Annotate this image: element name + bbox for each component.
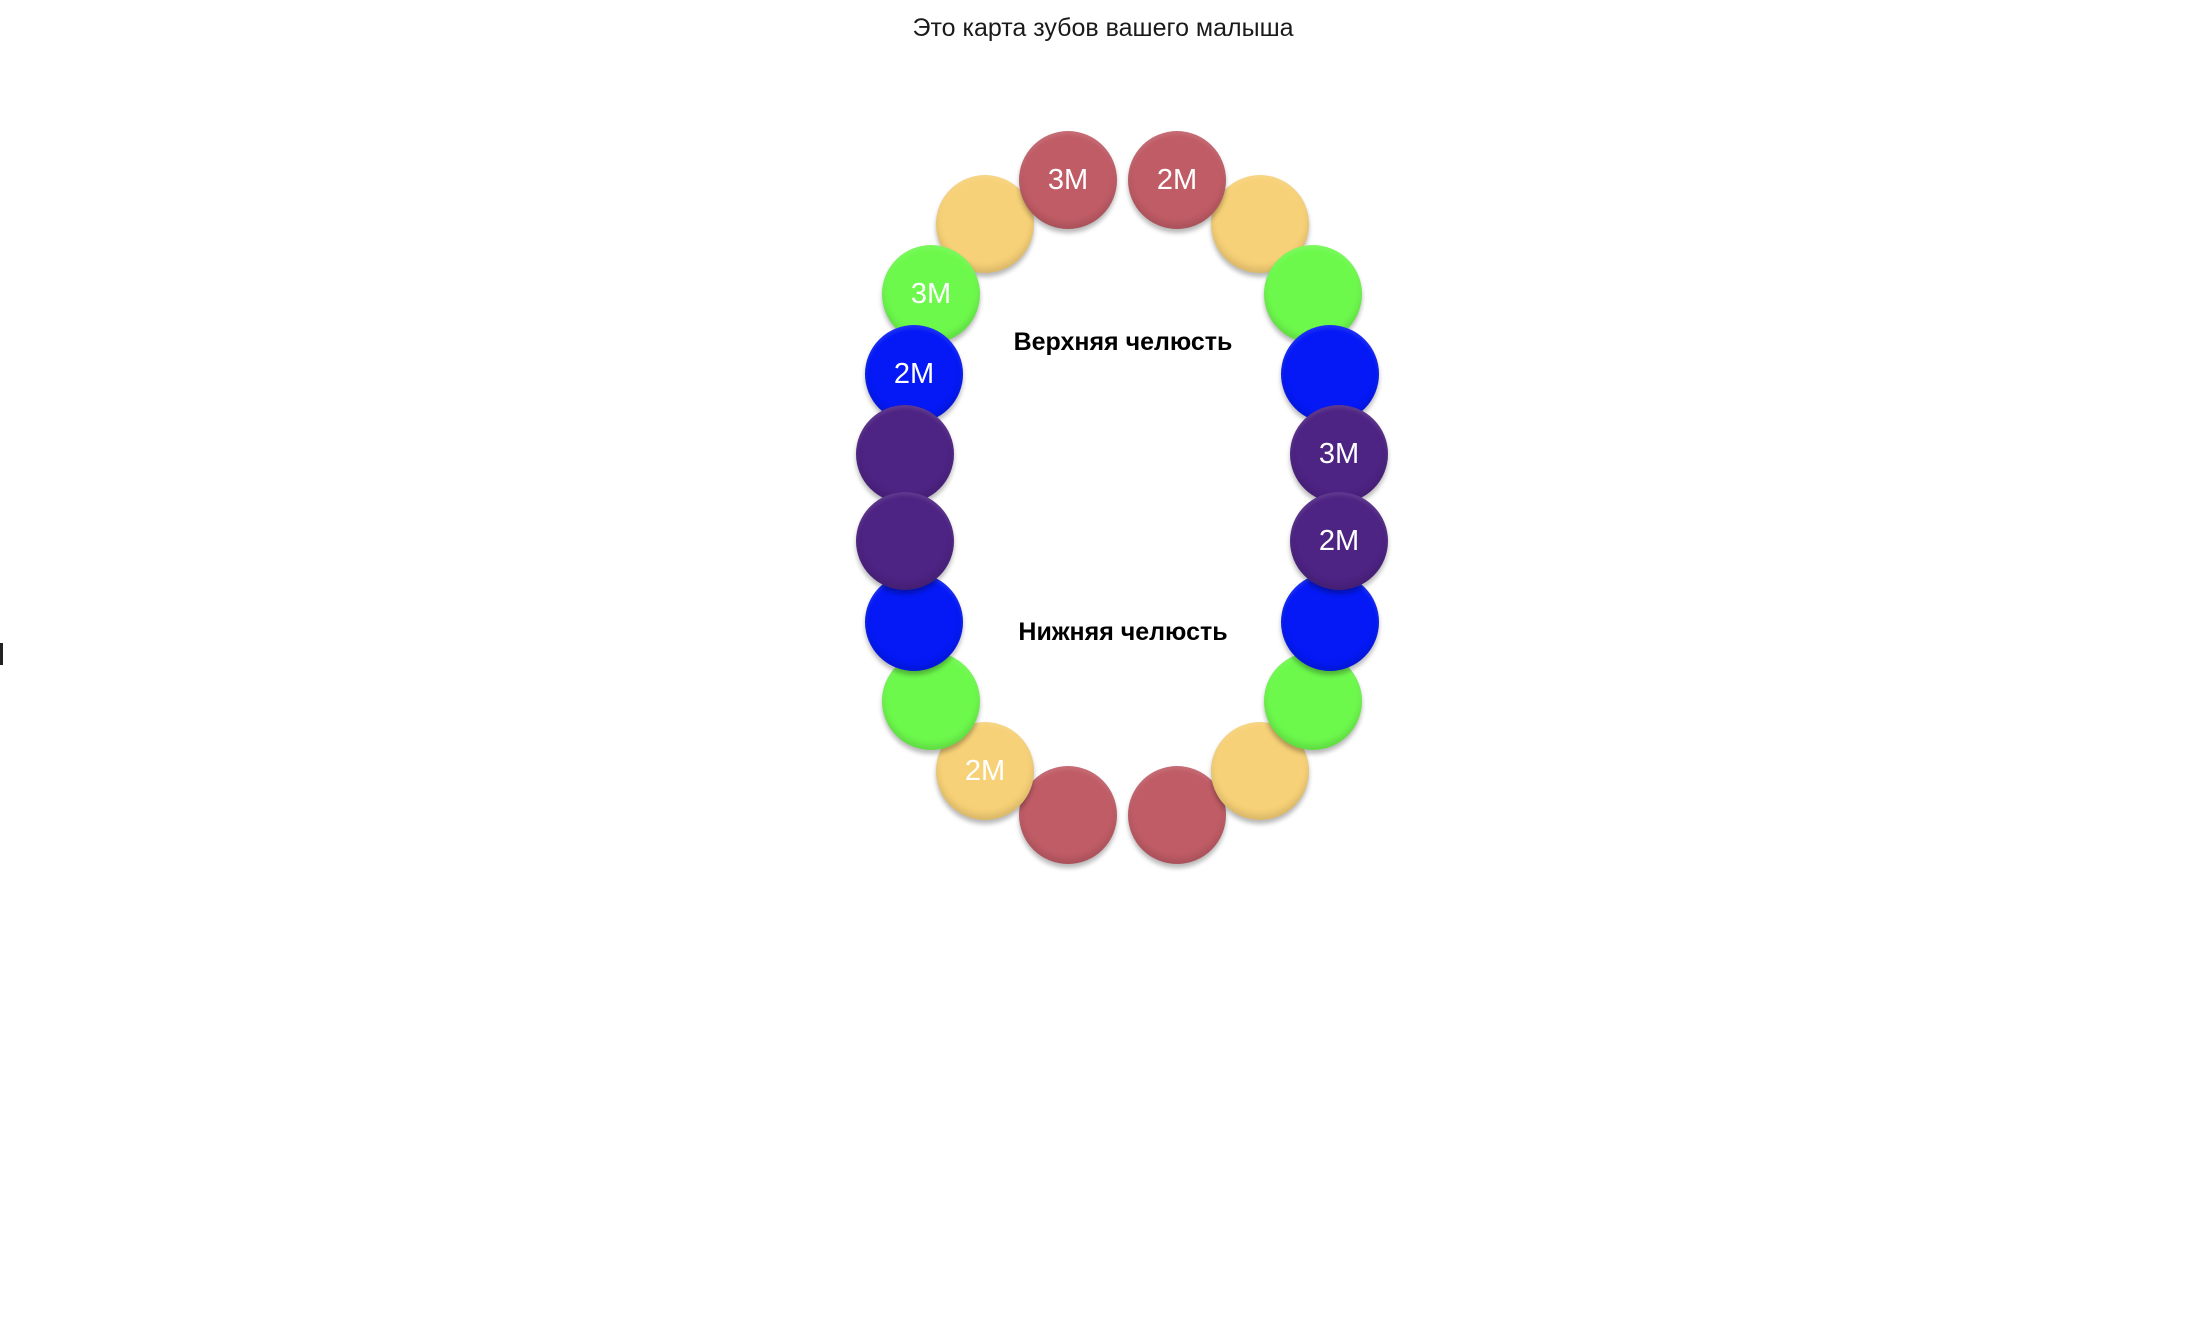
tooth-upper-central-left[interactable]: 3M xyxy=(1019,131,1117,229)
tooth-age-label: 2M xyxy=(1318,524,1360,557)
tooth-lower-second-molar-left[interactable] xyxy=(856,492,954,590)
tooth-age-label: 2M xyxy=(1156,163,1198,196)
tooth-upper-central-right[interactable]: 2M xyxy=(1128,131,1226,229)
tooth-lower-central-left[interactable] xyxy=(1019,766,1117,864)
tooth-age-label: 3M xyxy=(1318,437,1360,470)
tooth-age-label: 3M xyxy=(1047,163,1089,196)
tooth-lower-second-molar-right[interactable]: 2M xyxy=(1290,492,1388,590)
upper-jaw-label: Верхняя челюсть xyxy=(1013,328,1233,356)
tooth-lower-central-right[interactable] xyxy=(1128,766,1226,864)
tooth-lower-first-molar-left[interactable] xyxy=(865,573,963,671)
tooth-age-label: 3M xyxy=(910,277,952,310)
lower-jaw-label: Нижняя челюсть xyxy=(1018,618,1228,646)
tooth-upper-second-molar-left[interactable] xyxy=(856,405,954,503)
left-edge-marker xyxy=(0,643,3,665)
tooth-age-label: 2M xyxy=(893,357,935,390)
tooth-age-label: 2M xyxy=(964,754,1006,787)
tooth-upper-second-molar-right[interactable]: 3M xyxy=(1290,405,1388,503)
page-title: Это карта зубов вашего малыша xyxy=(912,14,1294,42)
